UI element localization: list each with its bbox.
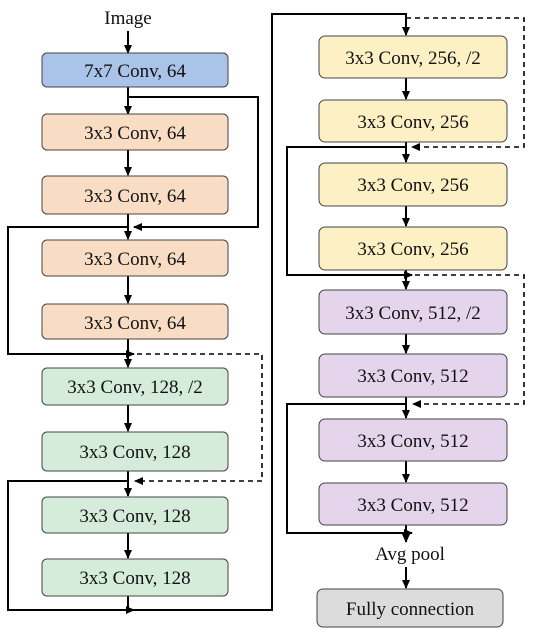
svg-text:3x3 Conv, 256: 3x3 Conv, 256 bbox=[357, 175, 468, 196]
stem-conv-block: 7x7 Conv, 64 bbox=[41, 52, 229, 88]
svg-text:3x3 Conv, 512: 3x3 Conv, 512 bbox=[357, 366, 468, 387]
conv64-block-4: 3x3 Conv, 64 bbox=[41, 303, 229, 340]
conv512-block-3: 3x3 Conv, 512 bbox=[318, 418, 508, 462]
svg-text:3x3 Conv, 256, /2: 3x3 Conv, 256, /2 bbox=[345, 48, 480, 69]
left-column: 7x7 Conv, 64 3x3 Conv, 64 3x3 Conv, 64 3… bbox=[41, 52, 229, 597]
conv128-block-4: 3x3 Conv, 128 bbox=[41, 558, 229, 597]
svg-text:3x3 Conv, 64: 3x3 Conv, 64 bbox=[84, 186, 186, 207]
avg-pool-label: Avg pool bbox=[375, 544, 445, 565]
conv256-block-4: 3x3 Conv, 256 bbox=[318, 226, 508, 271]
right-column: 3x3 Conv, 256, /2 3x3 Conv, 256 3x3 Conv… bbox=[318, 35, 508, 526]
svg-text:3x3 Conv, 256: 3x3 Conv, 256 bbox=[357, 112, 468, 133]
svg-text:Fully connection: Fully connection bbox=[346, 599, 475, 620]
svg-text:3x3 Conv, 64: 3x3 Conv, 64 bbox=[84, 249, 186, 270]
left-skip-connections bbox=[7, 96, 263, 614]
svg-text:3x3 Conv, 64: 3x3 Conv, 64 bbox=[84, 313, 186, 334]
svg-text:3x3 Conv, 128: 3x3 Conv, 128 bbox=[79, 568, 190, 589]
svg-text:3x3 Conv, 64: 3x3 Conv, 64 bbox=[84, 123, 186, 144]
input-label: Image bbox=[104, 8, 151, 29]
svg-text:3x3 Conv, 256: 3x3 Conv, 256 bbox=[357, 239, 468, 260]
conv512-block-4: 3x3 Conv, 512 bbox=[318, 482, 508, 526]
svg-text:3x3 Conv, 512: 3x3 Conv, 512 bbox=[357, 495, 468, 516]
conv128-block-1: 3x3 Conv, 128, /2 bbox=[41, 367, 229, 406]
svg-text:3x3 Conv, 128, /2: 3x3 Conv, 128, /2 bbox=[67, 377, 202, 398]
conv256-block-1: 3x3 Conv, 256, /2 bbox=[318, 35, 508, 79]
conv512-block-1: 3x3 Conv, 512, /2 bbox=[318, 289, 508, 335]
conv64-block-1: 3x3 Conv, 64 bbox=[41, 113, 229, 151]
conv256-block-2: 3x3 Conv, 256 bbox=[318, 99, 508, 143]
svg-text:7x7 Conv, 64: 7x7 Conv, 64 bbox=[84, 61, 186, 82]
conv64-block-2: 3x3 Conv, 64 bbox=[41, 175, 229, 215]
fully-connection-block: Fully connection bbox=[316, 588, 504, 628]
conv64-block-3: 3x3 Conv, 64 bbox=[41, 239, 229, 277]
conv256-block-3: 3x3 Conv, 256 bbox=[318, 162, 508, 207]
svg-text:3x3 Conv, 128: 3x3 Conv, 128 bbox=[79, 506, 190, 527]
svg-text:3x3 Conv, 128: 3x3 Conv, 128 bbox=[79, 442, 190, 463]
svg-text:3x3 Conv, 512, /2: 3x3 Conv, 512, /2 bbox=[345, 303, 480, 324]
conv512-block-2: 3x3 Conv, 512 bbox=[318, 353, 508, 398]
conv128-block-3: 3x3 Conv, 128 bbox=[41, 496, 229, 534]
svg-text:3x3 Conv, 512: 3x3 Conv, 512 bbox=[357, 431, 468, 452]
conv128-block-2: 3x3 Conv, 128 bbox=[41, 431, 229, 472]
right-skip-connections bbox=[286, 17, 525, 537]
